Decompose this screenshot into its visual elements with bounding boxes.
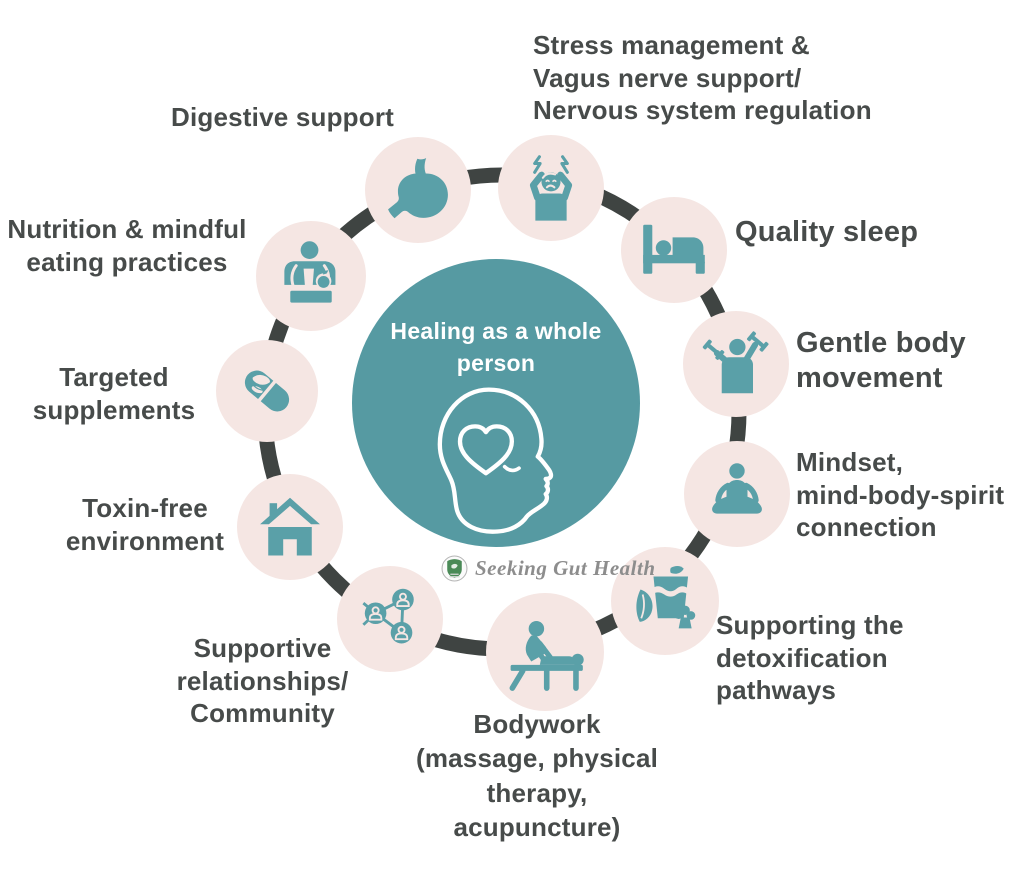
label-supportive-community: Supportive relationships/ Community xyxy=(176,633,349,728)
green-drink-icon xyxy=(636,566,696,629)
brand-badge-icon xyxy=(441,555,468,582)
label-detoxification: Supporting the detoxification pathways xyxy=(716,610,904,705)
center-title: Healing as a whole person xyxy=(390,318,602,377)
node-nutrition xyxy=(256,221,366,331)
bed-icon xyxy=(643,224,705,274)
node-community xyxy=(337,566,443,672)
label-gentle-body-movement: Gentle body movement xyxy=(796,327,966,394)
capsule-leaf-icon xyxy=(244,370,290,412)
head-heart-icon xyxy=(437,387,554,535)
massage-table-icon xyxy=(509,621,584,691)
node-mindset xyxy=(684,441,790,547)
node-digestive xyxy=(365,137,471,243)
brand-name: Seeking Gut Health xyxy=(475,556,656,580)
node-supplements xyxy=(216,340,318,442)
label-mindset-connection: Mindset, mind-body-spirit connection xyxy=(796,447,1005,542)
node-sleep xyxy=(621,197,727,303)
label-targeted-supplements: Targeted supplements xyxy=(32,362,196,425)
brand-logo: Seeking Gut Health xyxy=(441,555,656,582)
node-stress xyxy=(498,135,604,241)
label-nutrition: Nutrition & mindful eating practices xyxy=(7,214,247,277)
node-environment xyxy=(237,474,343,580)
node-bodywork xyxy=(486,593,604,711)
label-bodywork: Bodywork (massage, physical therapy, acu… xyxy=(415,709,659,842)
center-circle: Healing as a whole person xyxy=(352,259,640,547)
label-digestive-support: Digestive support xyxy=(171,102,394,132)
label-quality-sleep: Quality sleep xyxy=(735,216,919,248)
label-toxin-free: Toxin-free environment xyxy=(65,493,225,556)
people-network-icon xyxy=(362,588,414,644)
node-detox xyxy=(611,547,719,655)
stressed-person-icon xyxy=(529,155,573,221)
meditation-icon xyxy=(712,463,762,514)
label-stress-management: Stress management & Vagus nerve support/… xyxy=(533,30,872,125)
dumbbell-person-icon xyxy=(702,331,769,394)
eating-person-icon xyxy=(282,241,340,303)
house-icon xyxy=(260,497,320,556)
stomach-icon xyxy=(388,158,448,219)
node-movement xyxy=(683,311,789,417)
